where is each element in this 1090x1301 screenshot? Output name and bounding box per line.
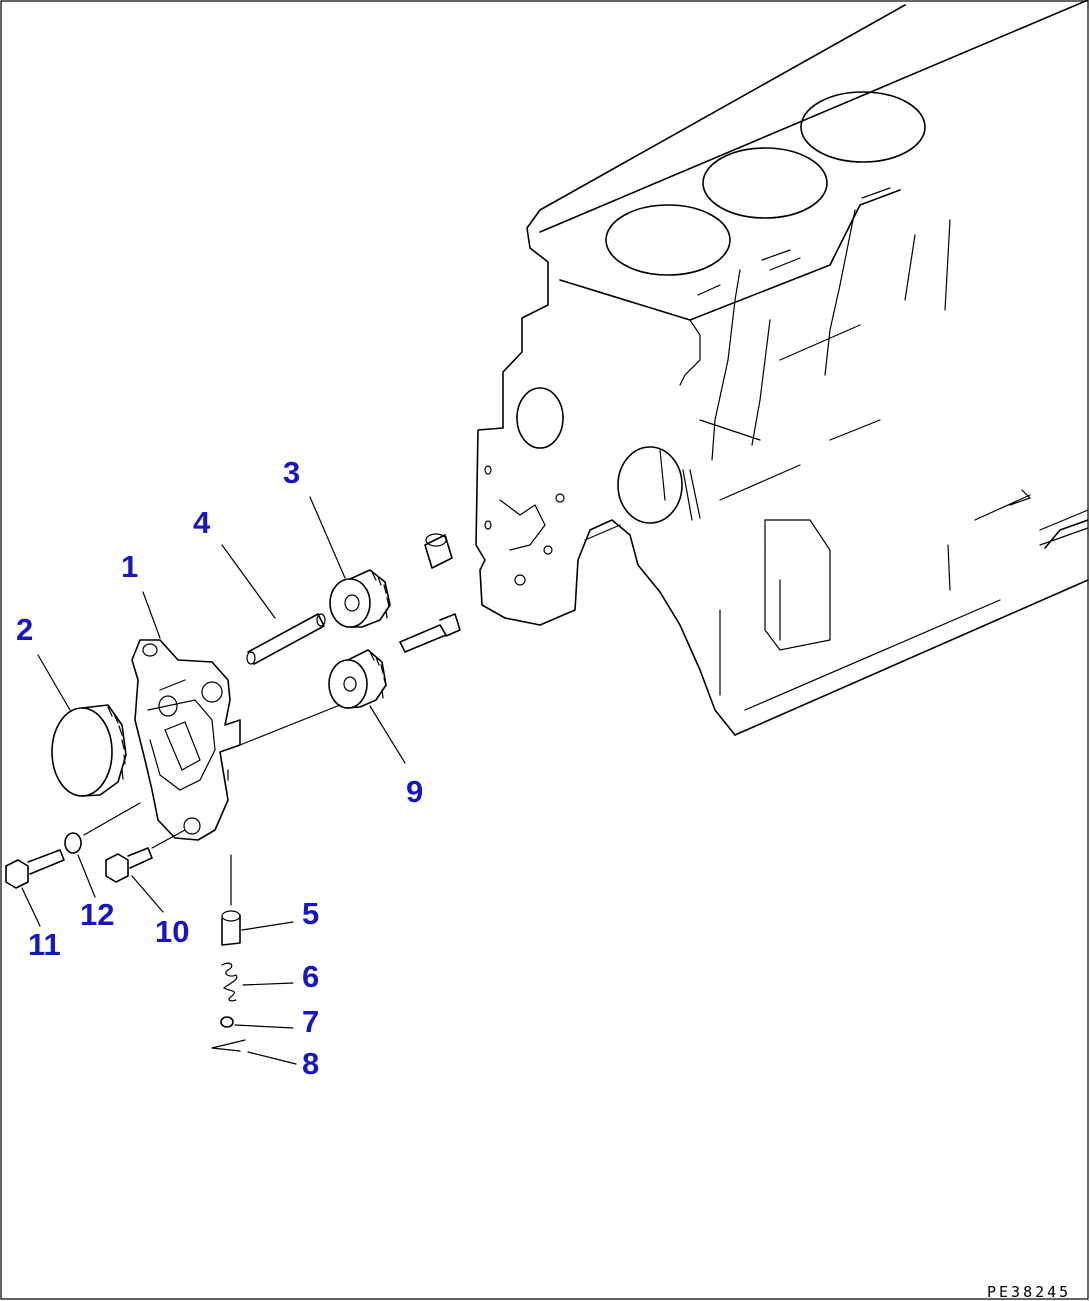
leader-lines bbox=[21, 496, 406, 1065]
callout-numbers: 1 2 3 4 5 6 7 8 9 10 11 12 bbox=[16, 455, 423, 1081]
oil-pump-body bbox=[131, 639, 341, 841]
callout-3: 3 bbox=[283, 455, 300, 490]
mounting-bolt-long bbox=[5, 849, 65, 889]
gear-shaft bbox=[246, 613, 326, 665]
callout-8: 8 bbox=[302, 1046, 319, 1081]
callout-5: 5 bbox=[302, 896, 319, 931]
leader-12 bbox=[77, 854, 96, 898]
drawing-code: PE38245 bbox=[987, 1283, 1071, 1301]
leader-10 bbox=[131, 875, 164, 913]
leader-8 bbox=[247, 1051, 297, 1065]
relief-valve-spring bbox=[221, 962, 238, 1002]
callout-2: 2 bbox=[16, 612, 33, 647]
callout-11: 11 bbox=[28, 927, 61, 962]
driven-gear bbox=[329, 569, 391, 628]
leader-3 bbox=[309, 496, 346, 579]
callout-7: 7 bbox=[302, 1004, 319, 1039]
callout-9: 9 bbox=[406, 774, 423, 809]
leader-11 bbox=[21, 887, 41, 927]
cotter-pin bbox=[211, 1039, 246, 1052]
washer bbox=[220, 1016, 234, 1028]
callout-12: 12 bbox=[80, 897, 114, 932]
engine-block bbox=[475, 0, 1089, 736]
relief-valve-plunger bbox=[221, 854, 241, 946]
callout-4: 4 bbox=[193, 505, 211, 540]
pump-drive-gear bbox=[51, 704, 127, 797]
leader-9 bbox=[369, 705, 406, 764]
mounting-bolt-short bbox=[105, 829, 186, 883]
callout-1: 1 bbox=[121, 549, 138, 584]
callout-6: 6 bbox=[302, 959, 319, 994]
leader-7 bbox=[234, 1024, 294, 1029]
seal-washer bbox=[64, 802, 141, 854]
dowel-sleeve bbox=[424, 533, 453, 569]
callout-10: 10 bbox=[155, 914, 189, 949]
leader-1 bbox=[142, 591, 161, 639]
leader-6 bbox=[242, 982, 294, 986]
leader-4 bbox=[221, 544, 276, 619]
drive-gear bbox=[328, 649, 387, 709]
leader-2 bbox=[37, 654, 71, 711]
leader-5 bbox=[241, 921, 294, 931]
idler-shaft bbox=[399, 613, 461, 653]
